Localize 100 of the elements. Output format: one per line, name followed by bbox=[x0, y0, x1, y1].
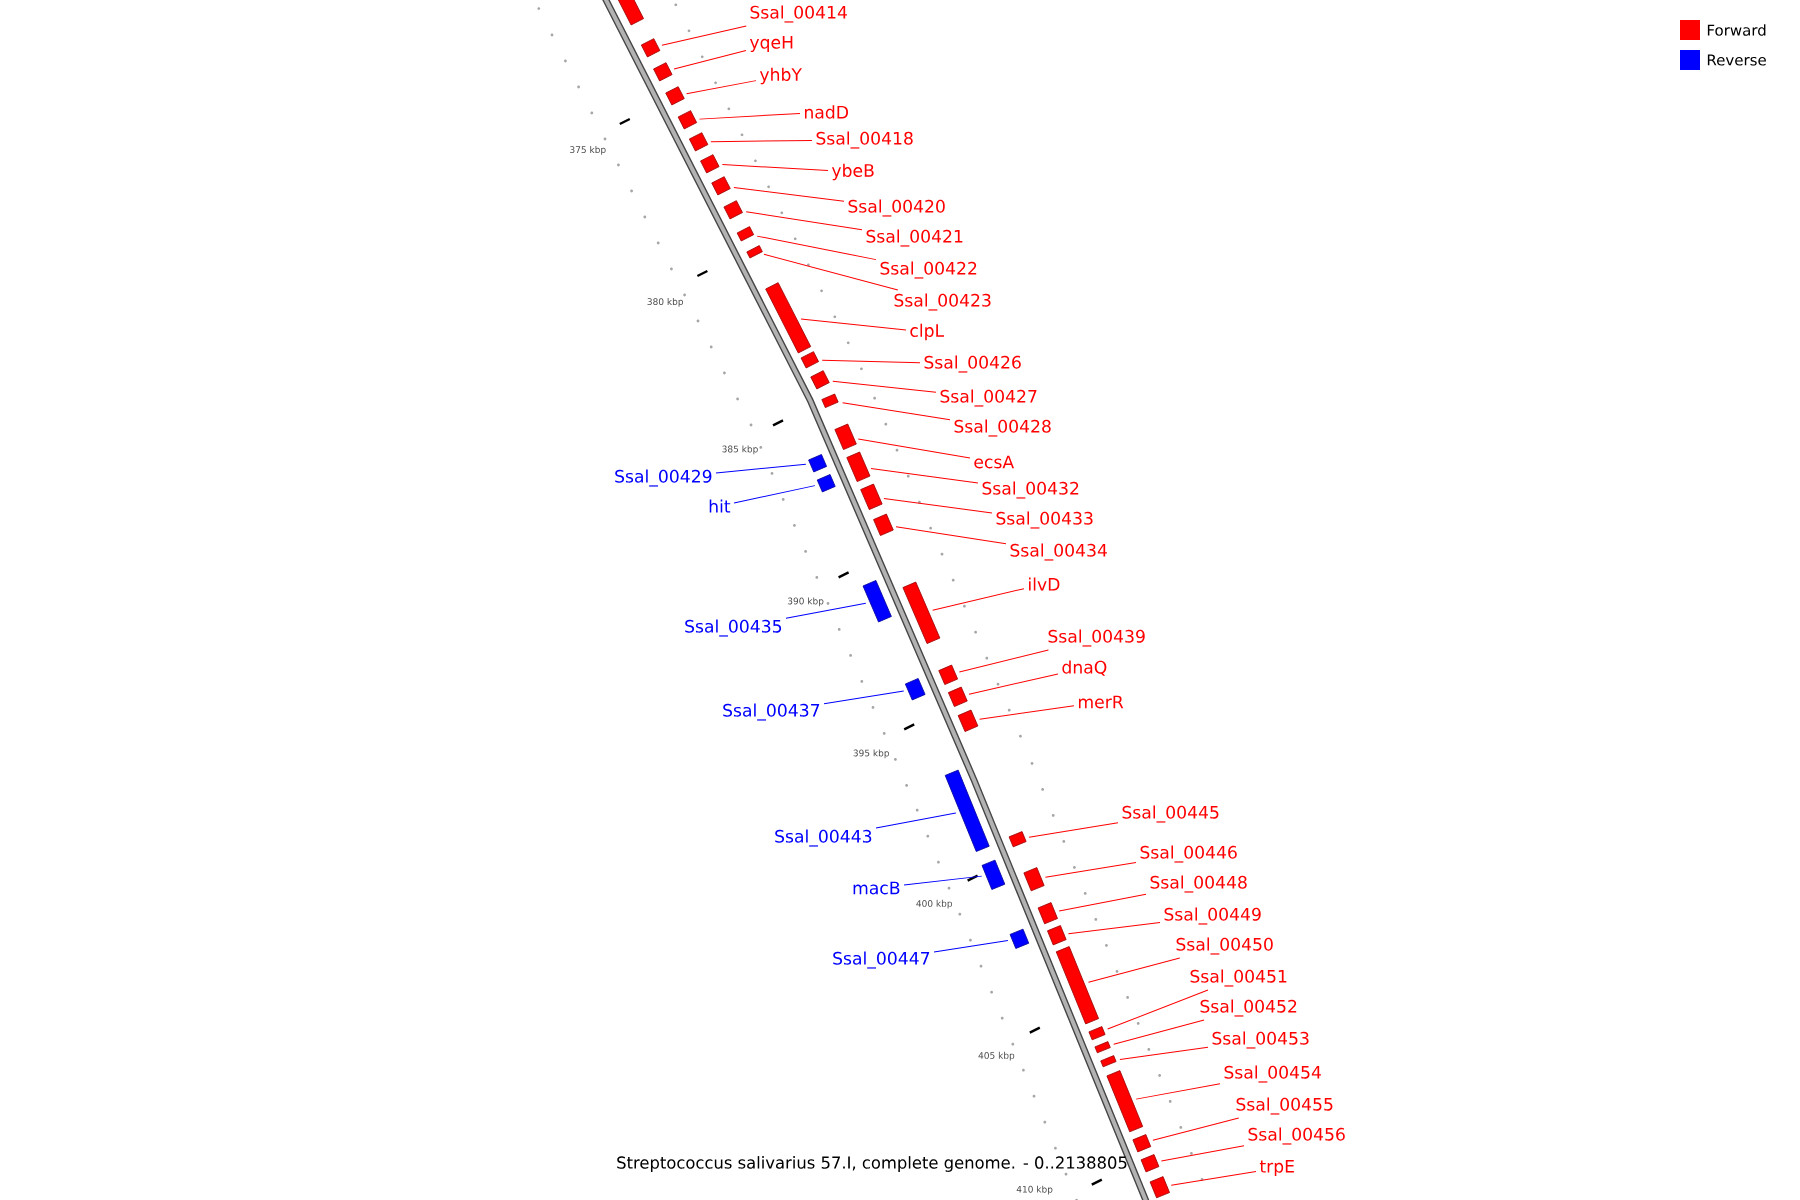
gene-block bbox=[800, 351, 819, 369]
leader-line bbox=[661, 25, 747, 46]
leader-line bbox=[698, 113, 801, 120]
gene-label: yhbY bbox=[759, 67, 802, 85]
gene-label: Ssal_00456 bbox=[1248, 1127, 1345, 1145]
gene-label: macB bbox=[853, 881, 900, 895]
gene-label: Ssal_00418 bbox=[816, 131, 913, 149]
leader-line bbox=[763, 253, 899, 291]
leader-line bbox=[870, 468, 979, 484]
leader-line bbox=[958, 649, 1049, 673]
gene-label: Ssal_00414 bbox=[750, 5, 847, 23]
leader-line bbox=[823, 690, 905, 705]
leader-line bbox=[821, 359, 921, 364]
gene-label: Ssal_00433 bbox=[996, 511, 1093, 529]
leader-line bbox=[745, 211, 863, 231]
gene-block bbox=[1023, 867, 1045, 892]
leader-line bbox=[800, 318, 907, 331]
gene-block bbox=[1047, 925, 1067, 946]
gene-block bbox=[821, 393, 839, 408]
gene-block bbox=[873, 513, 894, 536]
leader-line bbox=[756, 235, 877, 261]
gene-block bbox=[736, 226, 755, 242]
gene-block bbox=[1149, 1176, 1170, 1199]
gene-block bbox=[904, 678, 926, 701]
gene-label: Ssal_00448 bbox=[1150, 875, 1247, 893]
gene-block bbox=[1132, 1134, 1152, 1153]
gene-block bbox=[640, 38, 661, 58]
gene-label: Ssal_00454 bbox=[1224, 1065, 1321, 1083]
gene-label: ilvD bbox=[1029, 577, 1060, 591]
leader-line bbox=[1067, 922, 1161, 935]
leader-line bbox=[715, 463, 807, 474]
gene-block bbox=[948, 686, 968, 707]
gene-label: Ssal_00455 bbox=[1236, 1097, 1333, 1115]
gene-block bbox=[723, 200, 743, 220]
leader-line bbox=[1113, 1019, 1205, 1045]
leader-line bbox=[933, 940, 1009, 953]
gene-block bbox=[653, 62, 673, 82]
gene-block bbox=[1094, 1041, 1111, 1054]
leader-line bbox=[895, 526, 1007, 545]
gene-label: Ssal_00445 bbox=[1122, 805, 1219, 823]
gene-label: Ssal_00437 bbox=[723, 703, 820, 721]
gene-block bbox=[902, 581, 941, 644]
leader-line bbox=[1088, 957, 1181, 983]
gene-label: dnaQ bbox=[1062, 660, 1107, 676]
leader-line bbox=[842, 402, 951, 421]
gene-block bbox=[1037, 902, 1058, 925]
leader-line bbox=[1135, 1083, 1221, 1100]
gene-block bbox=[810, 370, 830, 390]
leader-line bbox=[903, 875, 983, 886]
gene-block bbox=[1100, 1055, 1117, 1068]
gene-label: Ssal_00422 bbox=[880, 261, 977, 279]
leader-line bbox=[968, 673, 1059, 695]
gene-block bbox=[711, 176, 731, 196]
leader-line bbox=[1152, 1117, 1240, 1141]
leader-line bbox=[1058, 893, 1147, 912]
leader-line bbox=[673, 50, 747, 70]
gene-block bbox=[746, 245, 763, 259]
gene-block bbox=[808, 454, 827, 473]
gene-block bbox=[1088, 1026, 1106, 1041]
gene-block bbox=[1008, 831, 1027, 848]
leader-line bbox=[979, 705, 1075, 720]
leader-line bbox=[875, 812, 957, 829]
gene-label: Ssal_00428 bbox=[954, 419, 1051, 437]
gene-label: Ssal_00439 bbox=[1048, 629, 1145, 647]
gene-block bbox=[846, 451, 871, 482]
gene-block bbox=[616, 0, 644, 26]
gene-label: yqeH bbox=[749, 35, 793, 53]
gene-block bbox=[834, 423, 857, 450]
gene-label: Ssal_00434 bbox=[1010, 543, 1107, 561]
leader-line bbox=[710, 140, 813, 143]
gene-label: Ssal_00420 bbox=[848, 199, 945, 217]
gene-block bbox=[981, 859, 1006, 890]
gene-label: hit bbox=[709, 499, 731, 513]
gene-label: Ssal_00423 bbox=[894, 293, 991, 311]
gene-label: Ssal_00435 bbox=[685, 619, 782, 637]
leader-line bbox=[857, 438, 971, 459]
gene-label: ecsA bbox=[974, 455, 1014, 469]
gene-block bbox=[677, 110, 698, 130]
gene-block bbox=[957, 709, 979, 732]
gene-label: Ssal_00421 bbox=[866, 229, 963, 247]
gene-label: nadD bbox=[805, 105, 848, 119]
gene-block bbox=[1140, 1154, 1160, 1173]
leader-line bbox=[721, 164, 829, 172]
leader-line bbox=[733, 186, 845, 202]
gene-label: Ssal_00447 bbox=[833, 951, 930, 969]
leader-line bbox=[1044, 862, 1137, 878]
gene-label: clpL bbox=[910, 323, 945, 341]
caption: Streptococcus salivarius 57.I, complete genome. - 0..2138805 bbox=[617, 1156, 1127, 1172]
gene-block bbox=[1055, 946, 1099, 1025]
leader-line bbox=[1107, 989, 1209, 1030]
gene-block bbox=[765, 282, 812, 354]
gene-label: Ssal_00452 bbox=[1200, 999, 1297, 1017]
leader-line bbox=[883, 498, 993, 514]
gene-label: merR bbox=[1079, 695, 1124, 709]
gene-block bbox=[816, 474, 836, 493]
leader-line bbox=[1160, 1145, 1245, 1162]
gene-block bbox=[1009, 928, 1030, 949]
gene-label: Ssal_00432 bbox=[982, 481, 1079, 499]
gene-label: Ssal_00429 bbox=[615, 469, 712, 487]
leader-line bbox=[686, 80, 757, 95]
